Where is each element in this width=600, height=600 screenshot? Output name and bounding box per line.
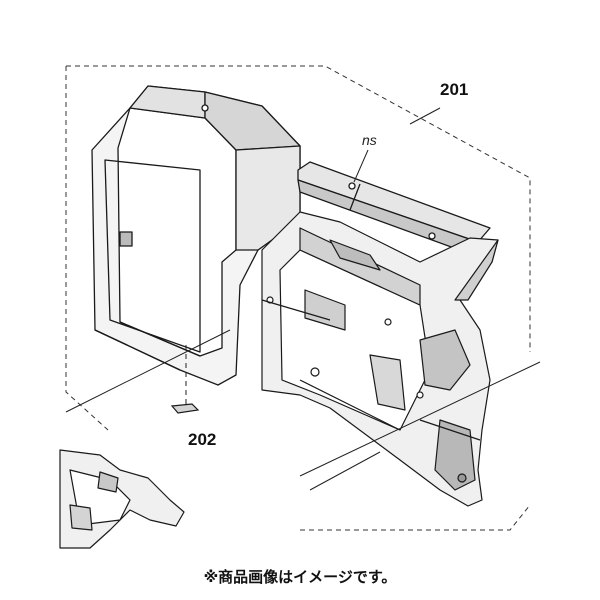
part-label-202: 202 [188,430,217,449]
top-strip-part [297,161,491,257]
part-label-ns: ns [362,132,377,148]
assembly-boundary-201-bottom [300,504,531,531]
part-label-201: 201 [440,80,469,99]
image-disclaimer-caption: ※商品画像はイメージです。 [203,568,397,586]
exploded-parts-diagram [59,65,541,549]
leader-ns [353,149,369,183]
assembly-boundary-201-lower [65,66,109,431]
part-202-pad [170,403,200,414]
front-frame-part [261,211,499,507]
rear-shell-part [91,85,301,386]
assembly-boundary-201 [66,65,531,352]
leader-lower-2 [299,361,541,477]
lower-chassis-part [59,449,185,549]
leader-lower-3 [309,451,381,491]
leader-lower-1 [65,329,231,413]
leader-201 [409,107,441,125]
